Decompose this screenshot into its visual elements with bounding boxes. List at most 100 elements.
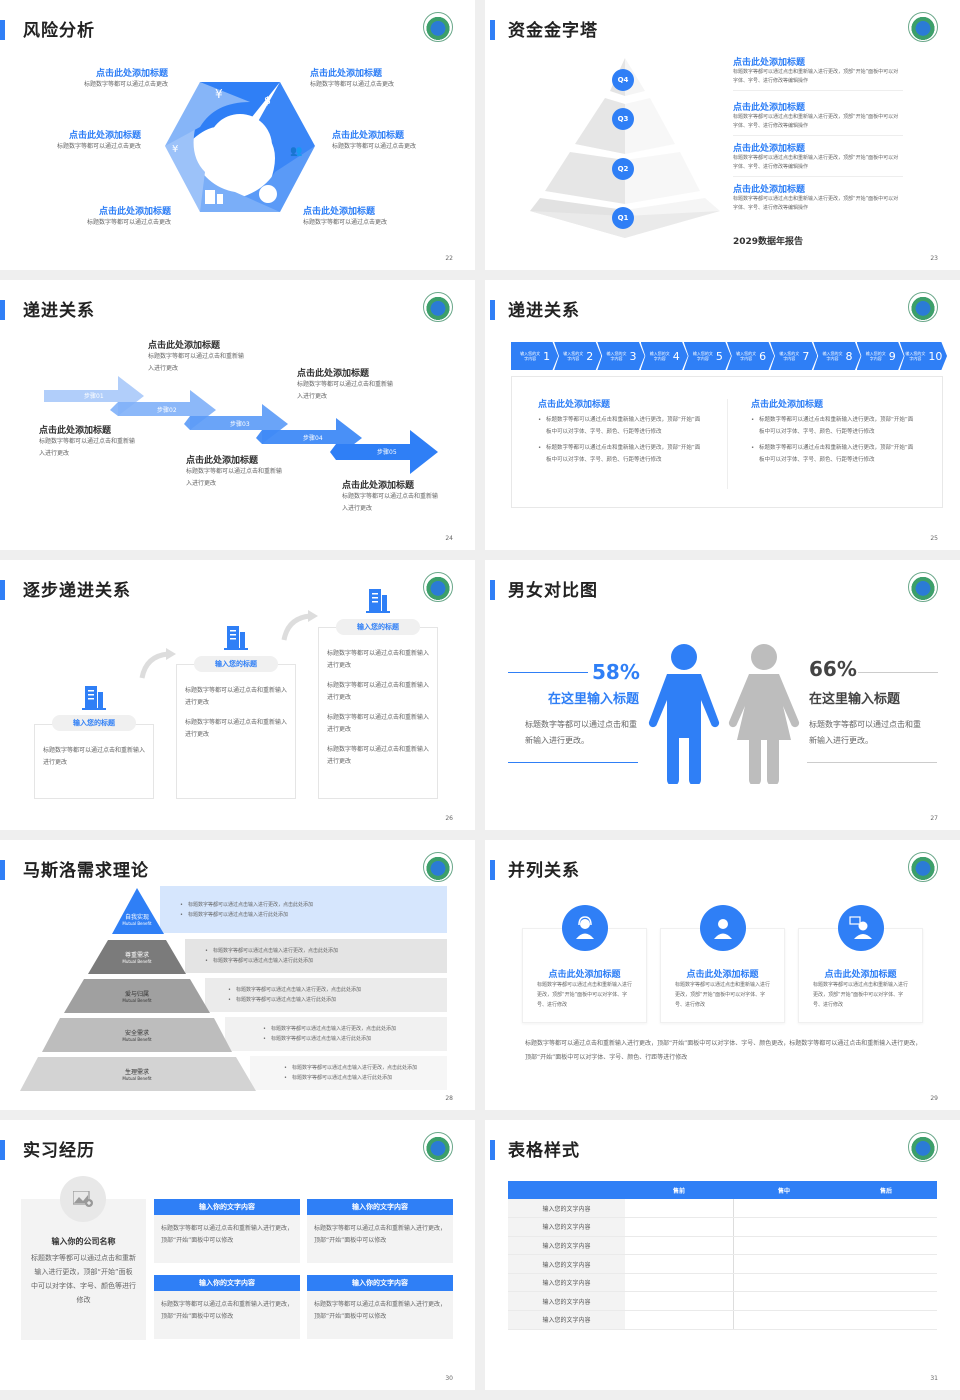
slide-title: 递进关系 <box>508 301 580 321</box>
risk-cycle-diagram: ¥ $ 👥 ¥ <box>165 82 315 212</box>
step-card-title-1: 输入您的标题 <box>52 715 136 731</box>
slide-parallel[interactable]: 并列关系 点击此处添加标题 标题数字等都可以通过点击和重新输入进行更改，顶部“开… <box>485 840 960 1110</box>
maslow-desc-4: 标题数字等都可以通过点击输入进行更改，点击此处添加标题数字等都可以通过点击输入进… <box>263 1024 396 1044</box>
school-logo-icon <box>908 12 938 42</box>
headset-user-icon <box>562 905 608 951</box>
page-number: 25 <box>930 535 938 542</box>
slide-progression[interactable]: 递进关系 步骤01 步骤02 步骤03 步骤04 步骤05 点击此处添加标题 标… <box>0 280 475 550</box>
slide-risk-analysis[interactable]: 风险分析 ¥ $ 👥 ¥ 点击此处添加标题 标题数字等都可以通过点击更改 点击此… <box>0 0 475 270</box>
school-logo-icon <box>908 572 938 602</box>
risk-item-6[interactable]: 点击此处添加标题 标题数字等都可以通过点击更改 <box>303 207 388 226</box>
female-figure-icon <box>728 644 800 784</box>
table-row: 输入您的文字内容 <box>508 1199 937 1219</box>
level-badge-q1: Q1 <box>612 207 634 229</box>
progress-item-1[interactable]: 点击此处添加标题 标题数字等都可以通过点击和重新输入进行更改 <box>148 341 245 372</box>
pyramid-item-1[interactable]: 点击此处添加标题 标题数字等都可以通过点击和重新输入进行更改，顶部“开始”面板中… <box>733 55 903 91</box>
step-label-1: 步骤01 <box>84 393 104 400</box>
divider-line <box>858 672 938 673</box>
company-card[interactable]: 输入你的公司名称 标题数字等都可以通过点击和重新输入进行更改，顶部“开始”面板中… <box>21 1199 146 1340</box>
content-column-left[interactable]: 点击此处添加标题 标题数字等都可以通过点击和重新输入进行更改，顶部“开始”面板中… <box>538 397 703 466</box>
slide-title: 风险分析 <box>23 21 95 41</box>
maslow-pyramid <box>20 888 256 1091</box>
title-accent-bar <box>0 20 5 40</box>
slide-title: 逐步递进关系 <box>23 581 131 601</box>
slide-title: 表格样式 <box>508 1141 580 1161</box>
slide-gender-comparison[interactable]: 男女对比图 58% 在这里输入标题 标题数字等都可以通过点击和重新输入进行更改。… <box>485 560 960 830</box>
risk-item-2[interactable]: 点击此处添加标题 标题数字等都可以通过点击更改 <box>310 69 395 88</box>
table-header-cell: 售前 <box>625 1181 733 1199</box>
slide-internship[interactable]: 实习经历 输入你的公司名称 标题数字等都可以通过点击和重新输入进行更改，顶部“开… <box>0 1120 475 1390</box>
step-card-title-2: 输入您的标题 <box>194 656 278 672</box>
image-placeholder-icon[interactable] <box>60 1176 106 1222</box>
content-column-right[interactable]: 点击此处添加标题 标题数字等都可以通过点击和重新输入进行更改，顶部“开始”面板中… <box>751 397 916 466</box>
slide-title: 男女对比图 <box>508 581 598 601</box>
maslow-desc-3: 标题数字等都可以通过点击输入进行更改，点击此处添加标题数字等都可以通过点击输入进… <box>228 985 361 1005</box>
user-icon <box>700 905 746 951</box>
risk-item-3[interactable]: 点击此处添加标题 标题数字等都可以通过点击更改 <box>56 131 141 150</box>
svg-text:¥: ¥ <box>172 144 178 155</box>
text-box-3[interactable]: 输入你的文字内容 标题数字等都可以通过点击和重新输入进行更改，顶部“开始”面板中… <box>154 1275 300 1339</box>
risk-item-1[interactable]: 点击此处添加标题 标题数字等都可以通过点击更改 <box>83 69 168 88</box>
risk-item-4[interactable]: 点击此处添加标题 标题数字等都可以通过点击更改 <box>332 131 417 150</box>
slide-title: 资金金字塔 <box>508 21 598 41</box>
svg-text:👥: 👥 <box>290 146 302 157</box>
step-label-4: 步骤04 <box>303 435 323 442</box>
step-card-1[interactable]: 标题数字等都可以通过点击和重新输入进行更改 <box>34 724 154 799</box>
progress-item-3[interactable]: 点击此处添加标题 标题数字等都可以通过点击和重新输入进行更改 <box>39 426 136 457</box>
risk-item-5[interactable]: 点击此处添加标题 标题数字等都可以通过点击更改 <box>86 207 171 226</box>
page-number: 31 <box>930 1375 938 1382</box>
text-box-1[interactable]: 输入你的文字内容 标题数字等都可以通过点击和重新输入进行更改，顶部“开始”面板中… <box>154 1199 300 1263</box>
slide-table-style[interactable]: 表格样式 售前 售中 售后 输入您的文字内容 输入您的文字内容 输入您的文字内容… <box>485 1120 960 1390</box>
title-accent-bar <box>0 1140 5 1160</box>
pyramid-item-4[interactable]: 点击此处添加标题 标题数字等都可以通过点击和重新输入进行更改，顶部“开始”面板中… <box>733 185 899 211</box>
page-number: 24 <box>445 535 453 542</box>
building-icon <box>82 686 106 710</box>
slide-step-progression[interactable]: 逐步递进关系 标题数字等都可以通过点击和重新输入进行更改 输入您的标题 标题数字… <box>0 560 475 830</box>
school-logo-icon <box>423 292 453 322</box>
report-label: 2029数据年报告 <box>733 237 804 247</box>
page-number: 30 <box>445 1375 453 1382</box>
male-desc: 标题数字等都可以通过点击和重新输入进行更改。 <box>525 720 637 745</box>
slide-title: 马斯洛需求理论 <box>23 861 149 881</box>
progress-item-2[interactable]: 点击此处添加标题 标题数字等都可以通过点击和重新输入进行更改 <box>297 369 394 400</box>
pyramid-item-3[interactable]: 点击此处添加标题 标题数字等都可以通过点击和重新输入进行更改，顶部“开始”面板中… <box>733 141 903 177</box>
curved-arrow-icon <box>281 610 318 641</box>
title-accent-bar <box>0 300 5 320</box>
table-row: 输入您的文字内容 <box>508 1310 937 1330</box>
title-accent-bar <box>0 860 5 880</box>
svg-text:$: $ <box>264 94 271 107</box>
step-card-3[interactable]: 标题数字等都可以通过点击和重新输入进行更改 标题数字等都可以通过点击和重新输入进… <box>318 627 438 799</box>
slide-funding-pyramid[interactable]: 资金金字塔 Q4 Q3 Q2 Q1 点击此处添加标题 标题数字等都可以通过点击和… <box>485 0 960 270</box>
table-row: 输入您的文字内容 <box>508 1291 937 1312</box>
text-box-4[interactable]: 输入你的文字内容 标题数字等都可以通过点击和重新输入进行更改，顶部“开始”面板中… <box>307 1275 453 1339</box>
progress-item-5[interactable]: 点击此处添加标题 标题数字等都可以通过点击和重新输入进行更改 <box>342 481 439 512</box>
text-box-2[interactable]: 输入你的文字内容 标题数字等都可以通过点击和重新输入进行更改，顶部“开始”面板中… <box>307 1199 453 1263</box>
pyramid-item-2[interactable]: 点击此处添加标题 标题数字等都可以通过点击和重新输入进行更改，顶部“开始”面板中… <box>733 100 903 136</box>
step-card-2[interactable]: 标题数字等都可以通过点击和重新输入进行更改 标题数字等都可以通过点击和重新输入进… <box>176 664 296 799</box>
male-percent: 58% <box>592 660 640 684</box>
table-header-cell: 售中 <box>733 1181 835 1199</box>
curved-arrow-icon <box>139 648 176 679</box>
page-number: 22 <box>445 255 453 262</box>
school-logo-icon <box>423 852 453 882</box>
title-accent-bar <box>490 580 495 600</box>
school-logo-icon <box>423 1132 453 1162</box>
progress-item-4[interactable]: 点击此处添加标题 标题数字等都可以通过点击和重新输入进行更改 <box>186 456 283 487</box>
